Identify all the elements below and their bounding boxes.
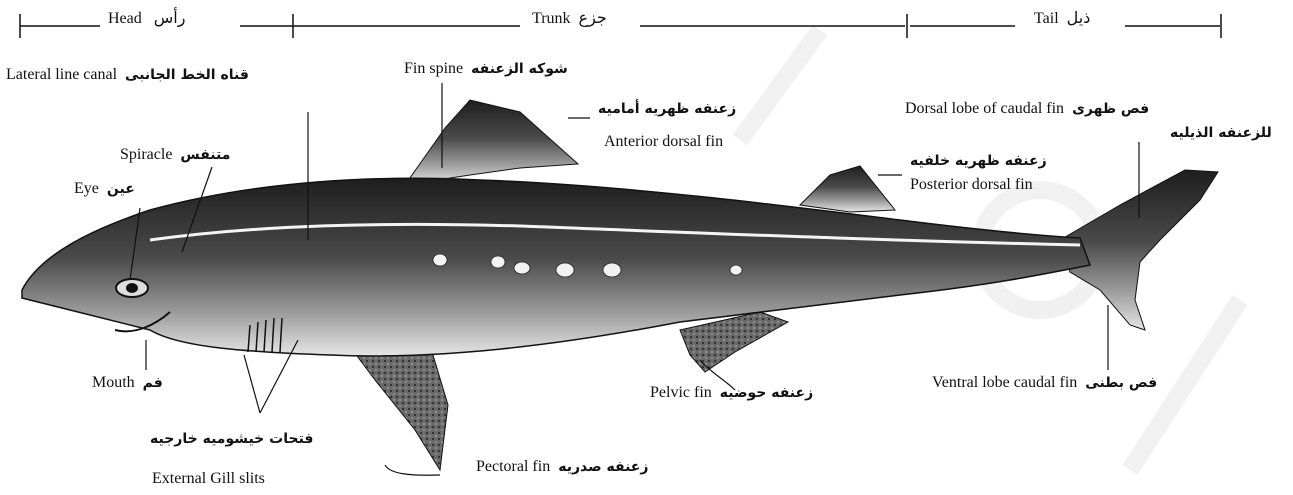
posterior-dorsal-fin-ar-label: زعنفه ظهريه خلفيه xyxy=(910,152,1047,170)
gill-slits-en-label: External Gill slits xyxy=(152,470,265,488)
posterior-dorsal-fin-en-label: Posterior dorsal fin xyxy=(910,176,1033,194)
dorsal-lobe-label: Dorsal lobe of caudal fin فص ظهرى xyxy=(905,100,1149,118)
lateral-line-label: Lateral line canal قناه الخط الجانبى xyxy=(6,66,249,84)
head-section-label: Head رأس xyxy=(104,8,189,28)
gill-slits-ar-label: فتحات خيشوميه خارجيه xyxy=(150,430,313,448)
anterior-dorsal-fin-en-label: Anterior dorsal fin xyxy=(604,133,723,151)
pelvic-fin-label: Pelvic fin زعنفه حوضيه xyxy=(650,384,813,402)
eye-shape xyxy=(116,279,148,297)
anterior-dorsal-fin-shape xyxy=(405,100,578,185)
trunk-section-label: Trunk جزع xyxy=(528,8,611,28)
tail-section-label: Tail ذيل xyxy=(1030,8,1094,28)
posterior-dorsal-fin-shape xyxy=(800,166,895,212)
spiracle-label: Spiracle متنفس xyxy=(120,146,230,164)
anterior-dorsal-fin-ar-label: زعنفه ظهريه أماميه xyxy=(598,100,736,118)
fin-spine-label: Fin spine شوكه الزعنفه xyxy=(404,60,568,78)
eye-label: Eye عين xyxy=(74,180,135,198)
shark-body-shape xyxy=(22,178,1090,356)
mouth-label: Mouth فم xyxy=(92,374,163,392)
ventral-lobe-label: Ventral lobe caudal fin فص بطنى xyxy=(932,374,1157,392)
pectoral-fin-label: Pectoral fin زعنفه صدريه xyxy=(476,458,648,476)
pelvic-fin-shape xyxy=(680,312,788,372)
dorsal-lobe-ar2-label: للزعنفه الذيليه xyxy=(1170,124,1272,142)
